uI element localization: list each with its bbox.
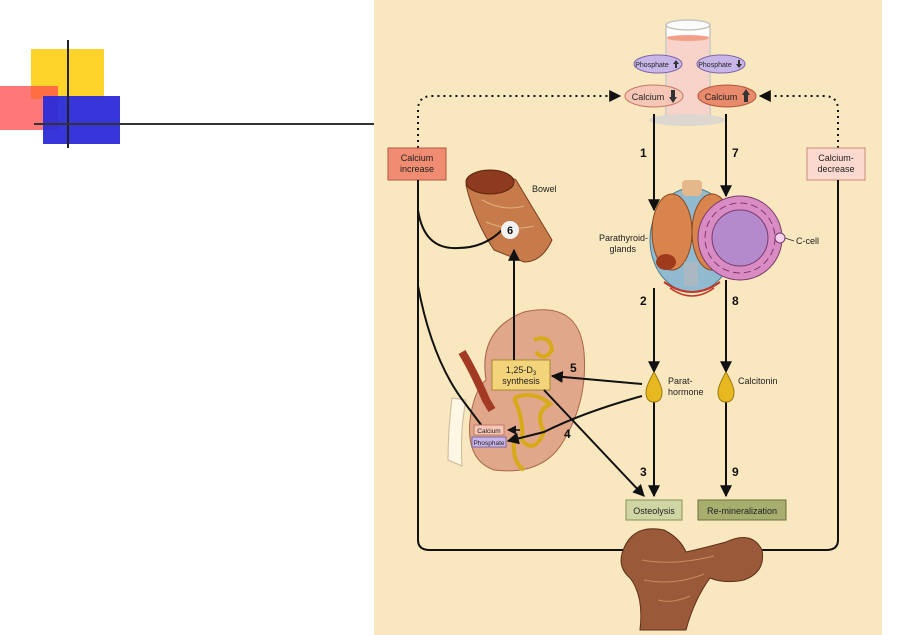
c-cell-follicle: C-cell (697, 195, 819, 281)
calcium-regulation-figure: Phosphate Phosphate Calcium Calcium Calc… (374, 0, 882, 635)
parathormone-line2: hormone (668, 387, 704, 397)
phosphate-up-label: Phosphate (635, 62, 669, 69)
step-4-label: 4 (564, 427, 571, 441)
step-1-label: 1 (640, 146, 647, 160)
calcium-down-label: Calcium (632, 92, 665, 102)
deco-blue-square (43, 96, 120, 144)
calcium-increase-to-bowel (417, 209, 503, 250)
synthesis-word: synthesis (502, 376, 540, 386)
phosphate-down-label: Phosphate (698, 62, 732, 69)
remineralization-label: Re-mineralization (707, 506, 777, 516)
synthesis-box: 1,25-D3 synthesis (491, 359, 551, 391)
calcium-increase-box: Calcium increase (387, 147, 447, 181)
calcium-decrease-badge: Calcium (624, 84, 684, 108)
parathyroid-label-line1: Parathyroid- (599, 233, 648, 243)
calcitonin-drop-icon (717, 370, 735, 403)
loop-right (760, 180, 839, 551)
phosphate-increase-badge: Phosphate (633, 54, 683, 74)
synthesis-d3-text: 1,25-D3 (506, 365, 537, 377)
calcium-decrease-line1: Calcium- (818, 153, 854, 163)
bowel-illustration: Bowel (465, 169, 557, 263)
synthesis-to-osteolysis-arrow (543, 389, 645, 497)
kidney-calcium-box: Calcium (473, 424, 505, 436)
step-8-label: 8 (732, 294, 739, 308)
step-6-badge (501, 221, 519, 239)
calcium-decrease-box: Calcium- decrease (806, 147, 866, 181)
bowel-label: Bowel (532, 184, 557, 194)
step-6-label: 6 (507, 225, 513, 237)
bone-illustration (620, 528, 764, 631)
calcium-increase-line2: increase (400, 164, 434, 174)
kidney-phosphate-label: Phosphate (473, 440, 504, 447)
calcitonin-label: Calcitonin (738, 376, 778, 386)
path-4-arrow (506, 395, 643, 445)
beaker (649, 19, 725, 126)
kidney-calcium-label: Calcium (477, 428, 500, 435)
synthesis-d3-main: 1,25-D (506, 365, 534, 375)
parathyroid-label-line2: glands (609, 244, 636, 254)
feedback-dotted-right (758, 90, 839, 148)
phosphate-decrease-badge: Phosphate (696, 54, 746, 74)
remineralization-box: Re-mineralization (697, 499, 787, 521)
slide-decoration (0, 40, 380, 148)
step-7-label: 7 (732, 146, 739, 160)
loop-left (417, 180, 636, 551)
path-5-arrow (550, 370, 643, 385)
c-cell-label: C-cell (796, 236, 819, 246)
step-5-label: 5 (570, 361, 577, 375)
synthesis-d3-sub: 3 (533, 371, 537, 377)
feedback-dotted-left (417, 90, 622, 148)
calcium-increase-to-kidney (417, 285, 489, 435)
osteolysis-box: Osteolysis (625, 499, 683, 521)
step-3-label: 3 (640, 465, 647, 479)
osteolysis-label: Osteolysis (633, 506, 675, 516)
calcium-decrease-line2: decrease (817, 164, 854, 174)
step-2-label: 2 (640, 294, 647, 308)
calcium-increase-line1: Calcium (401, 153, 434, 163)
calcium-up-label: Calcium (705, 92, 738, 102)
parathormone-line1: Parat- (668, 376, 693, 386)
kidney-phosphate-box: Phosphate (471, 436, 507, 448)
calcium-increase-badge: Calcium (697, 84, 757, 108)
parathormone-drop-icon (645, 370, 663, 403)
step-9-label: 9 (732, 465, 739, 479)
